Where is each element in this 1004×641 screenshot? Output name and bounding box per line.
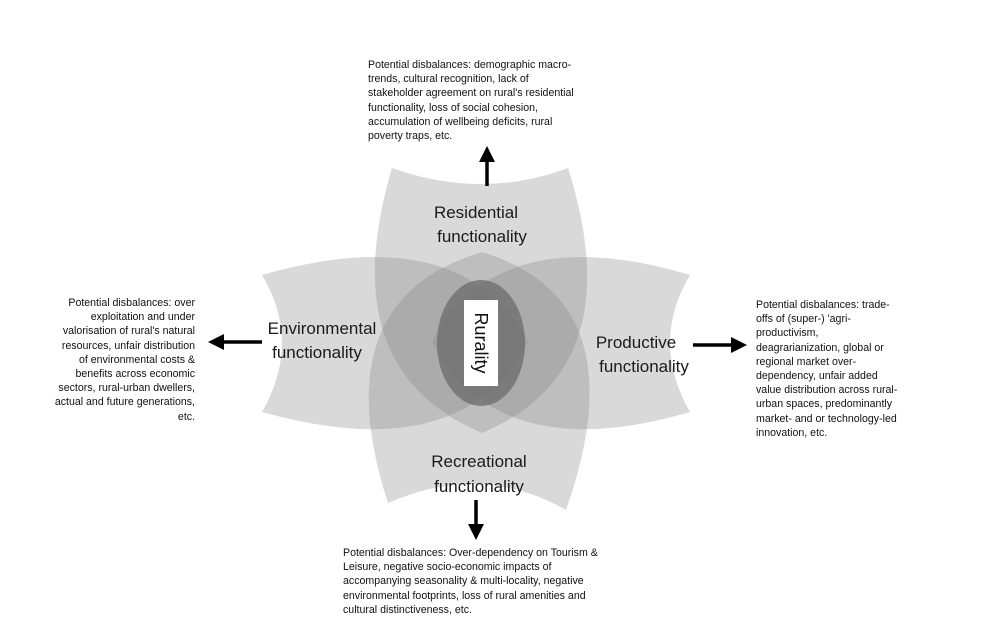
note-line: offs of (super-) 'agri- — [756, 313, 851, 326]
note-line: environmental footprints, loss of rural … — [343, 589, 586, 602]
arrow-left — [208, 334, 262, 350]
note-line: resources, unfair distribution — [61, 339, 195, 352]
note-line: stakeholder agreement on rural's residen… — [368, 87, 574, 100]
recreational-label-line1: Recreational — [431, 452, 526, 471]
note-line: exploitation and under — [90, 311, 195, 324]
note-line: productivism, — [756, 327, 819, 340]
note-line: etc. — [177, 410, 195, 423]
note-line: trends, cultural recognition, lack of — [368, 73, 529, 86]
note-line: Potential disbalances: Over-dependency o… — [343, 547, 598, 559]
productive-label-line2: functionality — [599, 357, 689, 376]
note-line: value distribution across rural- — [756, 384, 898, 397]
note-line: deagrarianization, global or — [756, 341, 884, 354]
arrow-up — [479, 146, 495, 186]
note-line: functionality, loss of social cohesion, — [368, 101, 538, 114]
arrow-right — [693, 337, 747, 353]
residential-label-line1: Residential — [434, 203, 518, 222]
rurality-label-box — [464, 300, 498, 386]
note-line: Potential disbalances: over — [68, 297, 195, 309]
environmental-label-line1: Environmental — [268, 319, 377, 338]
note-line: Potential disbalances: trade- — [756, 299, 890, 311]
note-line: market- and or technology-led — [756, 412, 897, 425]
note-line: accompanying seasonality & multi-localit… — [343, 575, 584, 588]
note-line: sectors, rural-urban dwellers, — [58, 382, 195, 395]
arrow-down — [468, 500, 484, 540]
note-line: of environmental costs & — [79, 353, 195, 366]
productive-label-line1: Productive — [596, 333, 676, 352]
note-line: Leisure, negative socio-economic impacts… — [343, 561, 552, 574]
note-line: regional market over- — [756, 355, 857, 368]
productive-disbalances-note: Potential disbalances: trade- offs of (s… — [756, 298, 897, 440]
residential-label-line2: functionality — [437, 227, 527, 246]
note-line: accumulation of wellbeing deficits, rura… — [368, 115, 553, 128]
note-line: innovation, etc. — [756, 426, 828, 439]
environmental-disbalances-note: Potential disbalances: over exploitation… — [55, 296, 195, 424]
recreational-disbalances-note: Potential disbalances: Over-dependency o… — [343, 546, 598, 617]
environmental-label-line2: functionality — [272, 343, 362, 362]
note-line: actual and future generations, — [54, 396, 195, 409]
note-line: dependency, unfair added — [756, 370, 878, 383]
residential-disbalances-note: Potential disbalances: demographic macro… — [368, 58, 574, 143]
note-line: valorisation of rural's natural — [62, 325, 195, 338]
note-line: poverty traps, etc. — [368, 130, 453, 143]
note-line: benefits across economic — [75, 368, 195, 381]
note-line: Potential disbalances: demographic macro… — [368, 59, 572, 71]
rurality-label: Rurality — [471, 312, 491, 373]
recreational-label-line2: functionality — [434, 477, 524, 496]
note-line: urban spaces, predominantly — [756, 398, 893, 411]
note-line: cultural distinctiveness, etc. — [343, 603, 472, 616]
